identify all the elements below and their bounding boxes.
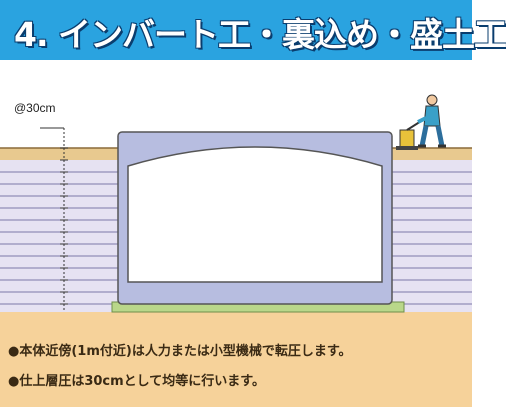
note-layer-thickness: ●仕上層圧は30cmとして均等に行います。 — [8, 374, 265, 389]
left-fill-layers — [0, 160, 118, 312]
title-bar: 4. インバート工・裏込め・盛土工 — [0, 0, 506, 60]
page-title: 4. インバート工・裏込め・盛土工 — [14, 15, 506, 54]
foundation-base — [0, 312, 472, 322]
layer-spacing-label: @30cm — [14, 101, 56, 115]
box-culvert — [117, 131, 393, 305]
notes-panel: ●本体近傍(1m付近)は人力または小型機械で転圧します。 ●仕上層圧は30cmと… — [0, 322, 472, 407]
note-compaction-near-body: ●本体近傍(1m付近)は人力または小型機械で転圧します。 — [8, 344, 352, 359]
right-fill-layers — [392, 160, 472, 312]
layer-spacing-dimension — [40, 127, 68, 310]
backfill-diagram — [0, 94, 472, 322]
worker-with-compactor-icon — [396, 94, 446, 150]
